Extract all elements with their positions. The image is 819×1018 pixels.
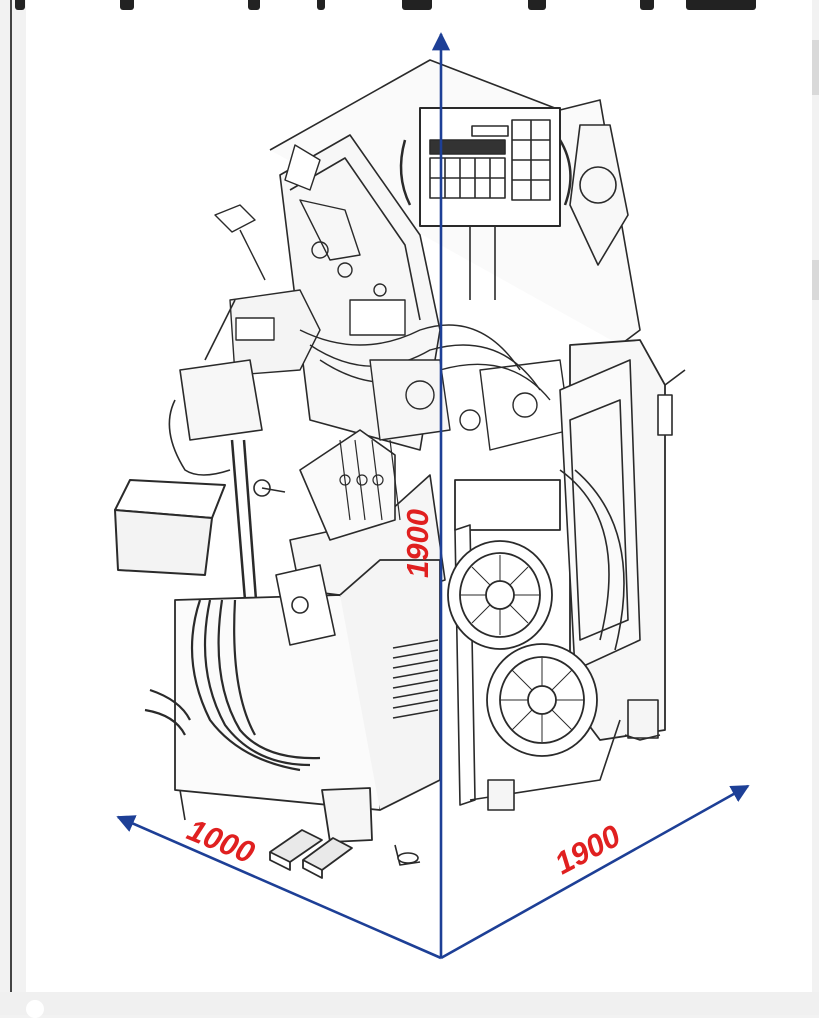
width-axis (440, 784, 750, 960)
footer-strip (0, 992, 819, 1015)
machine-sketch (114, 59, 686, 879)
right-edge-mark (812, 40, 819, 95)
left-border-rule (10, 0, 12, 1015)
depth-axis (116, 815, 442, 960)
width-label: 1900 (549, 818, 626, 881)
foot-pedals (269, 787, 373, 879)
wire-spools (447, 540, 598, 757)
footer-dot (26, 1000, 44, 1018)
left-arm-assembly (168, 299, 286, 601)
control-panel (399, 107, 572, 300)
right-edge-mark (812, 260, 819, 300)
vent-slots (392, 639, 439, 719)
lasting-head (214, 144, 571, 451)
dimension-axes (116, 32, 750, 960)
height-label: 1900 (400, 509, 435, 578)
tray-bin (114, 479, 226, 576)
cable-bundle (144, 599, 321, 772)
